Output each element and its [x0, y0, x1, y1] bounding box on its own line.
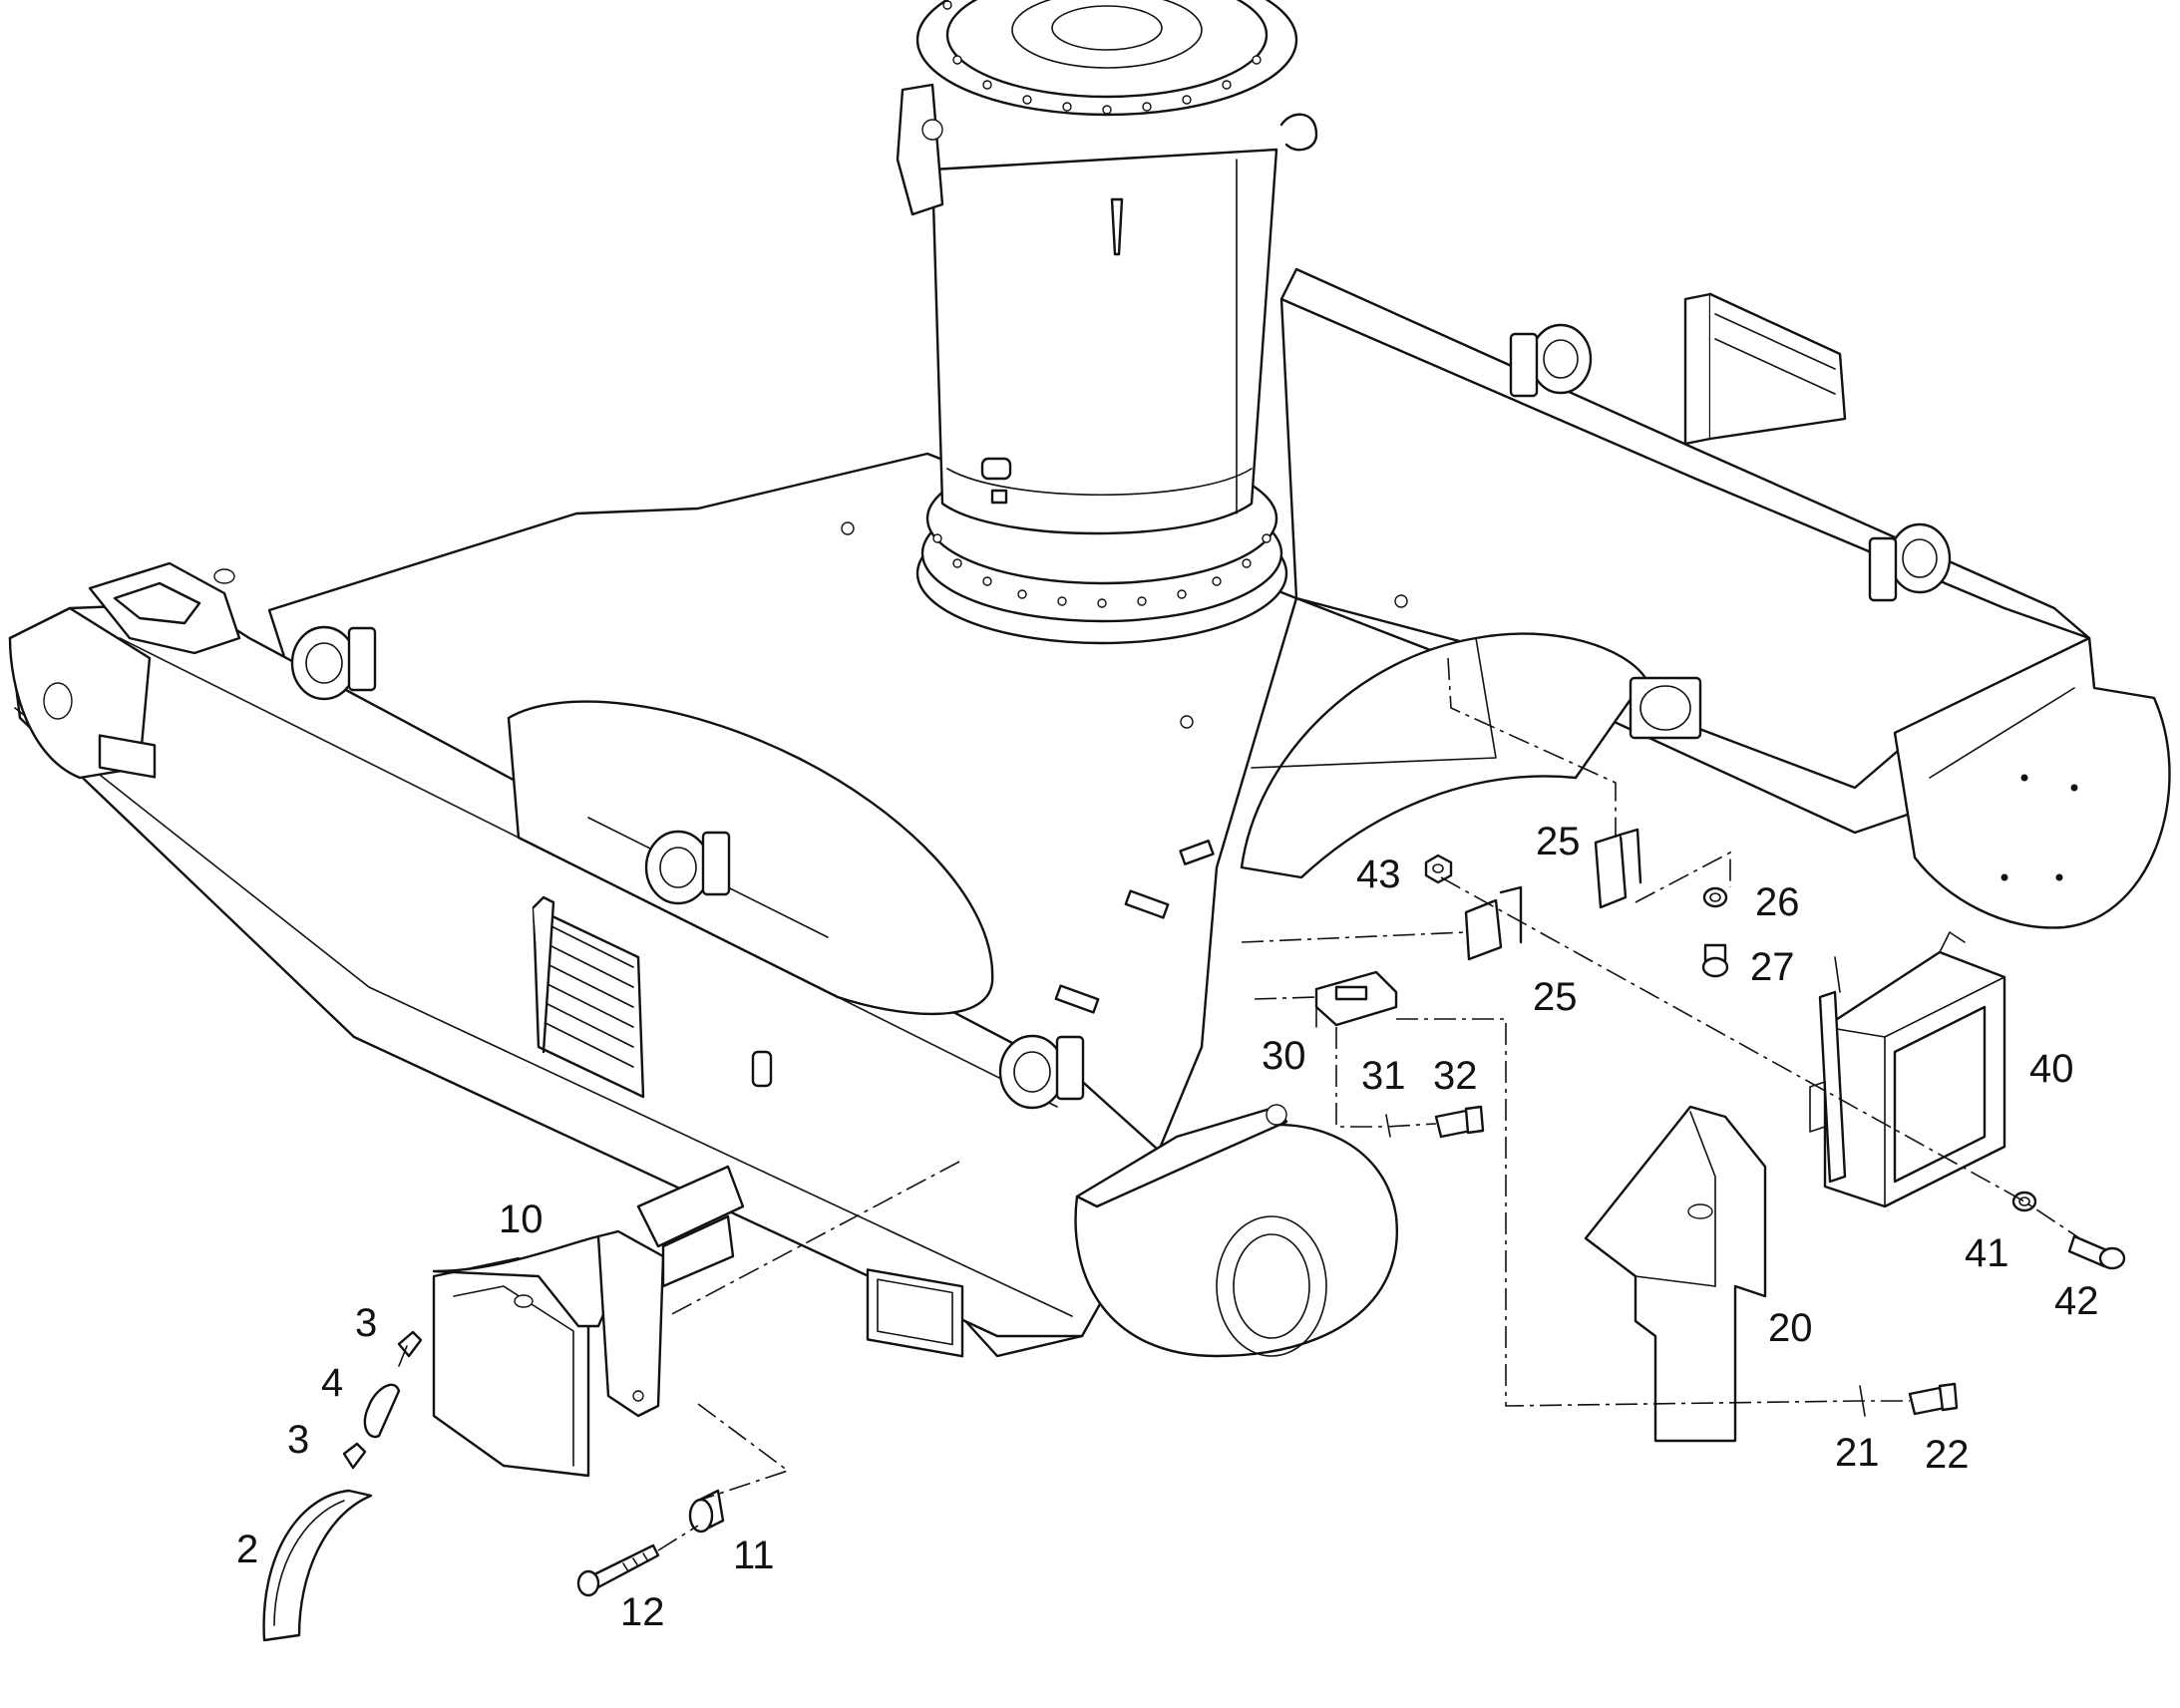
part-21-22-bolt	[1859, 1382, 1959, 1417]
callout-21: 21	[1835, 1431, 1880, 1475]
callout-42: 42	[2054, 1279, 2099, 1323]
part-41-42-fastener	[2011, 1191, 2126, 1270]
callout-20: 20	[1768, 1306, 1813, 1350]
part-40-control-box	[1809, 931, 2006, 1208]
callout-4: 4	[321, 1361, 343, 1405]
part-25-brackets	[1464, 828, 1642, 961]
part-11-bumper	[688, 1489, 725, 1534]
part-3-4-pins-link	[342, 1330, 423, 1470]
callout-25-lower: 25	[1533, 975, 1578, 1019]
callout-12: 12	[620, 1590, 665, 1634]
lifting-eye-left	[88, 561, 241, 655]
callout-40: 40	[2029, 1047, 2074, 1091]
roller-front-right	[998, 1034, 1085, 1110]
part-26-27-fastener	[1701, 886, 1729, 978]
step-ladders	[532, 292, 1847, 1099]
callout-2: 2	[236, 1528, 258, 1571]
flange-bolts	[932, 0, 1272, 608]
callout-26: 26	[1755, 880, 1800, 924]
callout-10: 10	[499, 1197, 544, 1241]
ladder-rear	[1683, 292, 1847, 446]
callout-32: 32	[1433, 1054, 1478, 1098]
part-43-nut	[1424, 854, 1453, 884]
track-rollers	[290, 323, 1952, 1110]
part-2-hose-guard	[262, 1489, 373, 1642]
callout-11: 11	[733, 1534, 775, 1577]
roller-rear-right	[1868, 522, 1952, 602]
callout-30: 30	[1262, 1034, 1306, 1078]
part-20-cover	[1584, 1105, 1767, 1443]
roller-front-mid	[644, 830, 731, 905]
callout-3-lower: 3	[287, 1418, 309, 1462]
ladder-front	[532, 895, 645, 1099]
part-30-plate	[1314, 970, 1398, 1028]
part-31-32-bolt	[1385, 1105, 1485, 1139]
callouts: 2 3 3 4 10 11 12 20 21 22 25 25 26 27 30…	[236, 820, 2099, 1634]
callout-3-upper: 3	[355, 1301, 377, 1345]
callout-31: 31	[1361, 1054, 1406, 1098]
part-10-guide-bracket	[432, 1165, 745, 1478]
callout-43: 43	[1356, 853, 1401, 896]
roller-rear-left	[1509, 323, 1593, 398]
leader-lines	[657, 657, 2085, 1551]
callout-27: 27	[1750, 945, 1795, 989]
part-12-bolt	[576, 1543, 660, 1597]
roller-front-left	[290, 625, 377, 701]
callout-41: 41	[1965, 1231, 2009, 1275]
callout-22: 22	[1925, 1433, 1970, 1477]
callout-25-upper: 25	[1536, 820, 1581, 863]
center-column	[896, 0, 1318, 645]
